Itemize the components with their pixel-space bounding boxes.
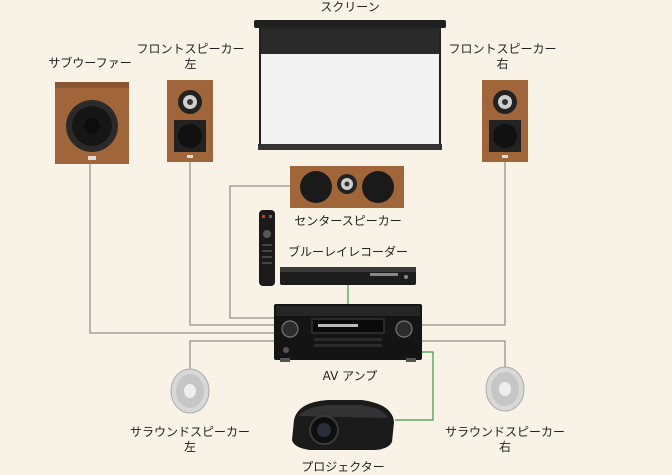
surround-right-label: サラウンドスピーカー 右 <box>440 425 570 455</box>
subwoofer-cable <box>90 162 276 333</box>
bluray-recorder-image <box>280 265 416 287</box>
center-speaker-image <box>290 166 404 208</box>
front-left-label: フロントスピーカー 左 <box>133 42 248 72</box>
surround-right-speaker-image <box>485 366 525 412</box>
projector-label: プロジェクター <box>293 460 393 475</box>
center-label: センタースピーカー <box>283 214 413 229</box>
projector-image <box>288 396 398 452</box>
av-amplifier-image <box>274 304 422 362</box>
projector-hdmi-cable <box>395 352 433 420</box>
screen-label: スクリーン <box>300 0 400 15</box>
front-right-speaker-image <box>482 80 528 162</box>
subwoofer-label: サブウーファー <box>40 56 140 71</box>
front-left-speaker-image <box>167 80 213 162</box>
remote-control-image <box>259 210 275 286</box>
projection-screen-image <box>254 18 446 158</box>
surround-left-speaker-image <box>170 368 210 414</box>
front-right-label: フロントスピーカー 右 <box>445 42 560 72</box>
surround-left-label: サラウンドスピーカー 左 <box>125 425 255 455</box>
subwoofer-image <box>55 82 129 164</box>
amp-label: AV アンプ <box>300 369 400 384</box>
front-right-cable <box>420 160 505 325</box>
recorder-label: ブルーレイレコーダー <box>283 245 413 260</box>
